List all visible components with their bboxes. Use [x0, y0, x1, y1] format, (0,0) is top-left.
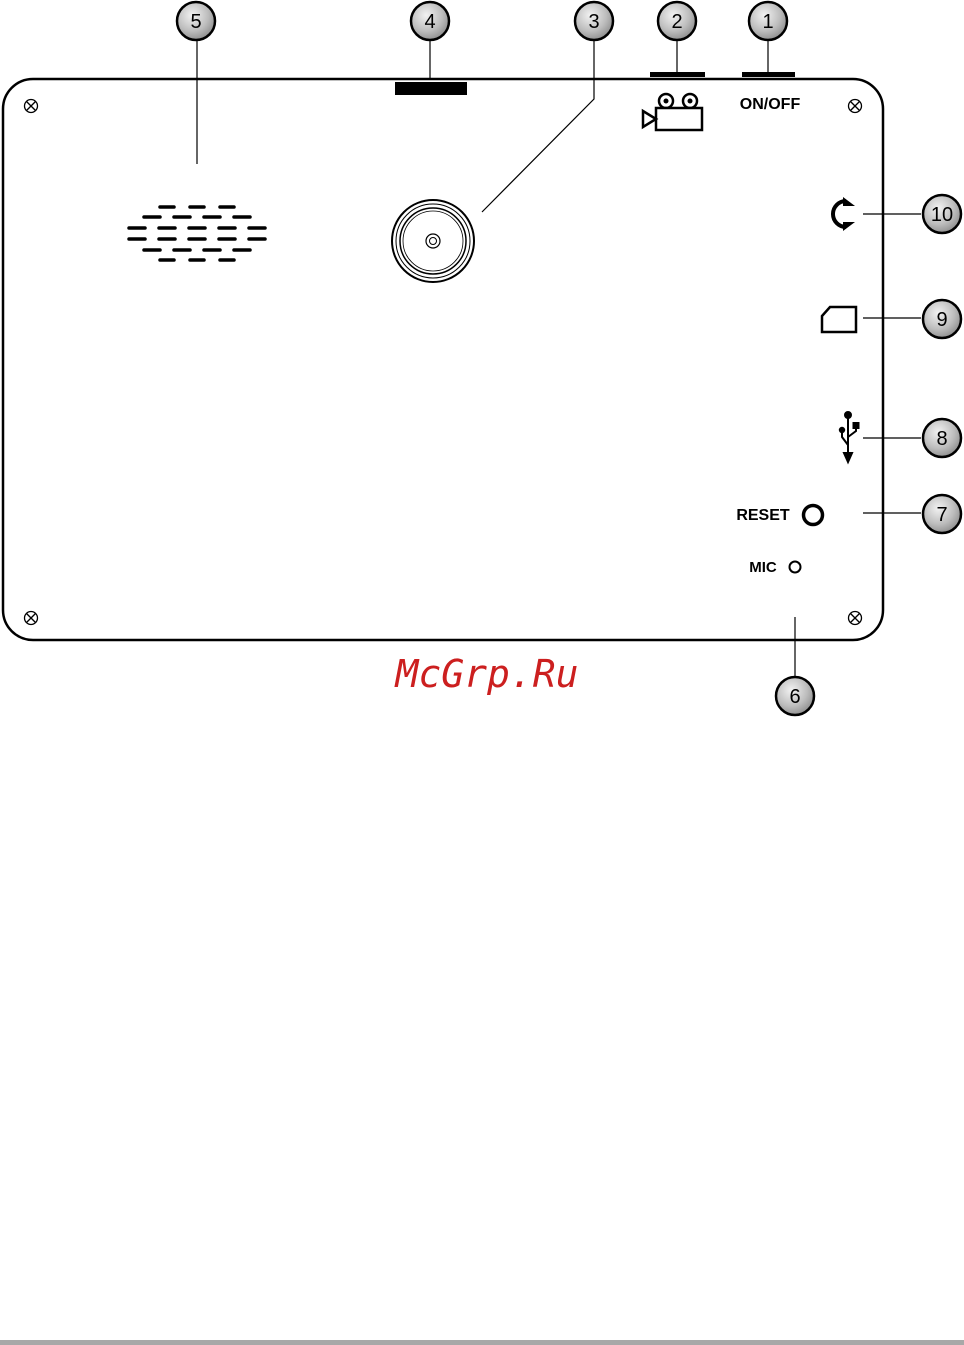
callout-4: 4 — [411, 2, 449, 40]
svg-text:10: 10 — [931, 204, 953, 226]
callout-6: 6 — [776, 677, 814, 715]
sensor-window — [395, 82, 467, 95]
device-body — [3, 79, 883, 640]
callout-1: 1 — [749, 2, 787, 40]
svg-text:6: 6 — [789, 686, 800, 708]
svg-text:2: 2 — [671, 11, 682, 33]
svg-text:9: 9 — [936, 309, 947, 331]
callout-9: 9 — [923, 300, 961, 338]
power-switch-icon — [742, 72, 795, 77]
callout-10: 10 — [923, 195, 961, 233]
callout-8: 8 — [923, 419, 961, 457]
screw-bottom-right — [849, 612, 862, 625]
screw-top-right — [849, 100, 862, 113]
svg-text:8: 8 — [936, 428, 947, 450]
reset-label: RESET — [736, 507, 790, 524]
svg-text:1: 1 — [762, 11, 773, 33]
screw-bottom-left — [25, 612, 38, 625]
camera-port-slot — [650, 72, 705, 77]
watermark-text: McGrp.Ru — [393, 652, 578, 696]
svg-text:3: 3 — [588, 11, 599, 33]
suction-cup-icon — [392, 200, 474, 282]
reset-hole-icon[interactable] — [804, 506, 823, 525]
callout-7: 7 — [923, 495, 961, 533]
on-off-label: ON/OFF — [740, 96, 801, 113]
sd-card-icon — [822, 307, 856, 332]
svg-text:4: 4 — [424, 11, 435, 33]
mic-label: MIC — [749, 559, 777, 576]
svg-text:5: 5 — [190, 11, 201, 33]
screw-top-left — [25, 100, 38, 113]
svg-text:7: 7 — [936, 504, 947, 526]
mic-hole-icon — [790, 562, 801, 573]
callout-5: 5 — [177, 2, 215, 40]
bottom-divider — [0, 1340, 964, 1345]
callout-3: 3 — [575, 2, 613, 40]
callout-2: 2 — [658, 2, 696, 40]
